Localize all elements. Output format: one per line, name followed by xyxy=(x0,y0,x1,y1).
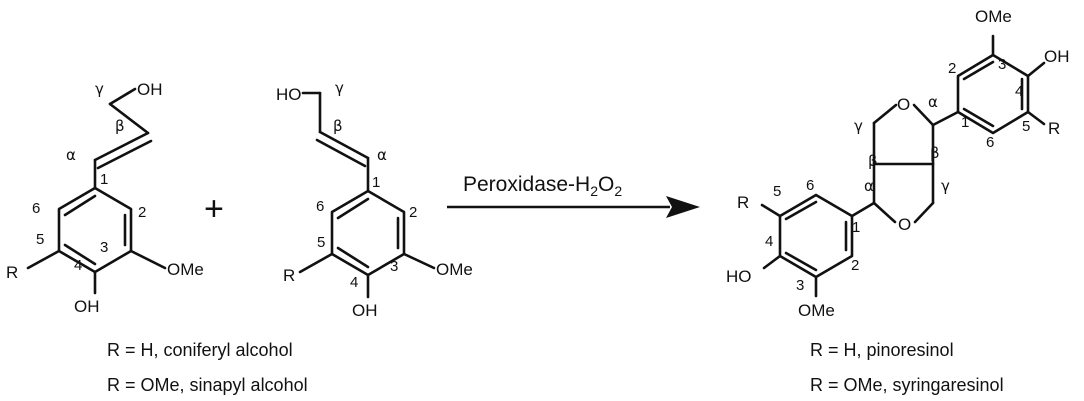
product-top-num-1: 1 xyxy=(961,114,969,131)
left-gamma-label: γ xyxy=(95,80,104,98)
product-bottom-benzene-ring xyxy=(778,193,854,279)
plus-sign: + xyxy=(204,190,224,228)
product-top-num-2: 2 xyxy=(948,60,956,77)
product-bottom-oh-bond xyxy=(762,254,782,270)
right-alpha-beta-double-bond xyxy=(318,130,370,160)
left-oh-bottom-label: OH xyxy=(74,297,100,316)
product-lower-ring-bond xyxy=(872,201,897,224)
left-num-3: 3 xyxy=(100,239,108,256)
arrow-head xyxy=(666,196,700,218)
product-bottom-num-5: 5 xyxy=(773,183,781,200)
left-beta-gamma-bond xyxy=(108,102,150,135)
product-bottom-ring-double-bond xyxy=(784,251,818,272)
right-r-bond xyxy=(298,252,334,274)
product-upper-ring-bond xyxy=(912,103,935,127)
left-num-2: 2 xyxy=(138,204,146,221)
left-oh-top-label: OH xyxy=(137,80,163,99)
reactant-right-structure: HO γ β α 1 2 3 4 5 6 R OMe OH xyxy=(276,79,473,320)
product-gamma-right-label: γ xyxy=(941,177,950,195)
reaction-arrow xyxy=(447,196,700,218)
right-ring-double-bond xyxy=(336,246,370,269)
product-bottom-ring-double-bond xyxy=(784,200,818,221)
left-num-4: 4 xyxy=(74,257,82,274)
left-alpha-beta-double-bond xyxy=(96,139,153,170)
product-alpha-top-label: α xyxy=(928,93,938,111)
product-bottom-num-6: 6 xyxy=(806,177,814,194)
product-caption-2: R = OMe, syringaresinol xyxy=(810,375,1004,395)
left-gamma-oh-bond xyxy=(108,87,137,106)
product-aryl-c-alpha-bond xyxy=(931,110,960,127)
right-beta-label: β xyxy=(333,117,343,135)
right-ring-double-bond xyxy=(336,197,370,220)
right-gamma-label: γ xyxy=(335,79,344,97)
left-alpha-beta-double-bond xyxy=(93,131,150,162)
product-gamma-left-label: γ xyxy=(854,117,863,135)
left-r-bond xyxy=(26,249,61,270)
product-beta-right-label: β xyxy=(930,144,940,162)
product-bottom-num-3: 3 xyxy=(796,277,804,294)
product-bottom-r-bond xyxy=(760,203,782,218)
product-top-num-5: 5 xyxy=(1022,118,1030,135)
product-c-alpha-aryl-bond xyxy=(850,201,876,218)
left-ome-bond xyxy=(129,249,167,270)
left-beta-label: β xyxy=(115,117,125,135)
reagent-label: Peroxidase-H2O2 xyxy=(463,173,622,199)
right-num-5: 5 xyxy=(317,234,325,251)
product-r-left-label: R xyxy=(737,193,749,212)
right-alpha-label: α xyxy=(377,146,387,164)
right-r-label: R xyxy=(283,266,295,285)
left-num-1: 1 xyxy=(100,171,108,188)
left-ring-double-bond xyxy=(63,243,97,266)
product-o-lower-label: O xyxy=(898,215,911,234)
product-bottom-num-2: 2 xyxy=(851,257,859,274)
product-lower-ring-bond xyxy=(913,201,935,224)
product-structure: OMe OH R 3 4 2 1 6 5 O O α γ β β α γ R 5… xyxy=(726,7,1070,320)
product-ome-bottom-label: OMe xyxy=(798,301,835,320)
product-top-r-bond xyxy=(1026,110,1046,126)
right-num-3: 3 xyxy=(390,258,398,275)
left-num-5: 5 xyxy=(36,231,44,248)
right-oh-bottom-label: OH xyxy=(352,301,378,320)
product-o-upper-label: O xyxy=(897,95,910,114)
product-upper-ring-bond xyxy=(872,103,898,125)
reactant-caption-1: R = H, coniferyl alcohol xyxy=(107,340,293,360)
product-beta-left-label: β xyxy=(868,152,878,170)
product-top-num-6: 6 xyxy=(986,134,994,151)
product-r-right-label: R xyxy=(1048,119,1060,138)
reactant-left-structure: OH γ β α 1 2 3 4 5 6 R OMe OH xyxy=(6,80,204,316)
right-alpha-beta-double-bond xyxy=(315,138,367,168)
product-bottom-num-1: 1 xyxy=(852,219,860,236)
reactant-caption-2: R = OMe, sinapyl alcohol xyxy=(107,375,308,395)
left-alpha-label: α xyxy=(66,146,76,164)
right-ome-label: OMe xyxy=(436,260,473,279)
product-alpha-bottom-label: α xyxy=(864,177,874,195)
product-top-num-3: 3 xyxy=(998,56,1006,73)
left-r-label: R xyxy=(6,263,18,282)
product-top-num-4: 4 xyxy=(1015,83,1023,100)
right-num-2: 2 xyxy=(409,204,417,221)
product-top-oh-bond xyxy=(1026,61,1046,78)
right-num-4: 4 xyxy=(350,274,358,291)
product-caption-1: R = H, pinoresinol xyxy=(810,340,954,360)
product-bottom-num-4: 4 xyxy=(765,233,773,250)
right-ome-bond xyxy=(402,252,436,270)
right-num-1: 1 xyxy=(372,174,380,191)
left-ome-label: OMe xyxy=(167,260,204,279)
right-ho-top-label: HO xyxy=(276,85,302,104)
product-top-ring-double-bond xyxy=(962,107,995,128)
product-top-ring-double-bond xyxy=(962,60,995,81)
left-ring-double-bond xyxy=(63,194,97,217)
left-benzene-ring xyxy=(57,186,133,274)
right-num-6: 6 xyxy=(316,198,324,215)
left-num-6: 6 xyxy=(32,200,40,217)
product-ome-top-label: OMe xyxy=(975,7,1012,26)
product-ho-left-label: HO xyxy=(726,267,752,286)
product-oh-right-label: OH xyxy=(1044,47,1070,66)
